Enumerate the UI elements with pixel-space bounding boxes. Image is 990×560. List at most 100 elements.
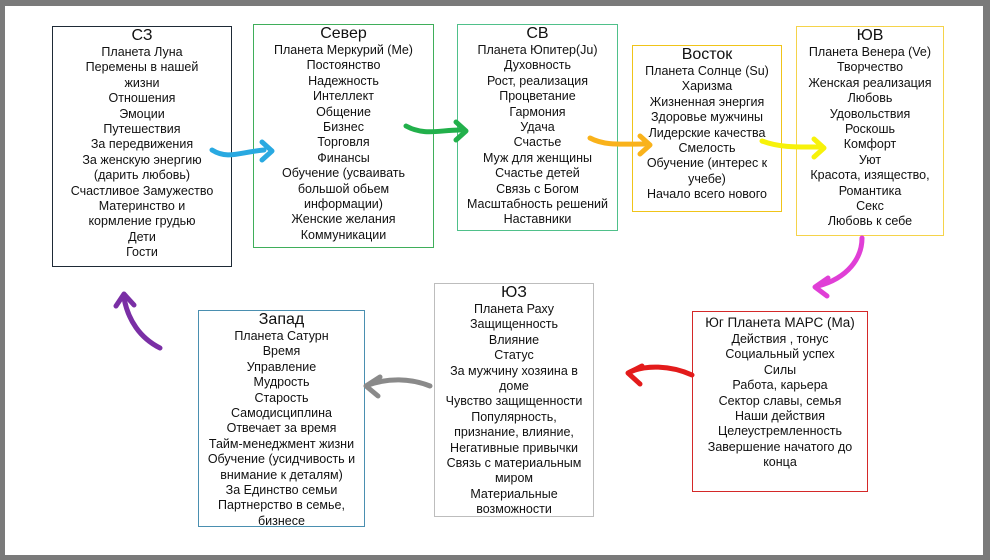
box-line: Красота, изящество,	[810, 168, 930, 183]
box-line: Путешествия	[103, 122, 181, 137]
box-line: Социальный успех	[725, 347, 835, 362]
box-line: Творчество	[836, 60, 904, 75]
box-line: Духовность	[503, 58, 572, 73]
box-line: Тайм-менеджмент жизни	[208, 436, 355, 451]
box-line: Материальные	[470, 486, 558, 501]
box-line: бизнесе	[258, 513, 305, 528]
box-line: Удовольствия	[829, 106, 911, 121]
box-line: Популярность,	[471, 409, 557, 424]
box-line: Чувство защищенности	[445, 394, 583, 409]
box-line: учебе)	[688, 171, 726, 186]
box-line: Планета Меркурий (Me)	[274, 43, 413, 57]
box-line: Время	[262, 344, 301, 359]
box-line: Обучение (усидчивость и	[207, 452, 356, 467]
box-line: Комфорт	[843, 137, 897, 152]
box-line: внимание к деталям)	[220, 467, 343, 482]
box-line: Масштабность решений	[466, 197, 609, 212]
box-line: Завершение начатого до	[707, 439, 853, 454]
box-title: Запад	[258, 311, 305, 328]
box-line: Планета Раху	[473, 302, 555, 316]
box-line: За передвижения	[90, 137, 194, 152]
box-line: Наши действия	[734, 409, 826, 424]
box-line: Интеллект	[313, 89, 374, 104]
box-line: Гармония	[509, 104, 566, 119]
box-line: Роскошь	[844, 122, 896, 137]
box-line: Удача	[520, 120, 555, 135]
box-line: Планета Юпитер(Ju)	[477, 43, 598, 57]
box-line: Планета Луна	[101, 45, 183, 59]
box-line: Перемены в нашей	[85, 60, 199, 75]
box-line: Бизнес	[322, 120, 365, 135]
box-line: Негативные привычки	[450, 440, 578, 455]
box-line: Силы	[763, 362, 797, 377]
box-line: Любовь к себе	[827, 214, 913, 229]
box-title: СВ	[526, 25, 549, 42]
box-line: Начало всего нового	[647, 187, 767, 202]
box-line: Влияние	[488, 332, 540, 347]
box-line: Дети	[128, 229, 156, 244]
box-line: Счастье детей	[495, 166, 580, 181]
box-line: Защищенность	[469, 317, 559, 332]
box-line: Целеустремленность	[718, 424, 842, 439]
box-line: Женская реализация	[808, 75, 932, 90]
box-line: Романтика	[838, 183, 902, 198]
box-line: (дарить любовь)	[93, 168, 191, 183]
box-line: Жизненная энергия	[649, 94, 765, 109]
box-title: Юг Планета МАРС (Ma)	[705, 315, 855, 330]
box-line: За мужчину хозяина в	[450, 363, 578, 378]
box-line: Обучение (интерес к	[646, 156, 768, 171]
box-line: Сектор славы, семья	[718, 393, 842, 408]
box-line: Смелость	[678, 141, 736, 156]
box-line: жизни	[124, 75, 160, 90]
box-line: Счастье	[513, 135, 562, 150]
box-line: Счастливое Замужество	[70, 183, 214, 198]
box-line: Отвечает за время	[226, 421, 337, 436]
box-line: Связь с материальным	[446, 456, 582, 471]
box-line: Финансы	[317, 150, 370, 165]
box-line: За женскую энергию	[82, 152, 202, 167]
box-line: Отношения	[108, 91, 176, 106]
box-line: признание, влияние,	[454, 425, 574, 440]
box-line: большой обьем	[297, 181, 390, 196]
box-title: Восток	[681, 46, 733, 63]
box-line: Здоровье мужчины	[650, 110, 763, 125]
box-line: Партнерство в семье,	[218, 498, 345, 513]
box-line: Лидерские качества	[648, 125, 766, 140]
box-line: Эмоции	[119, 106, 165, 121]
box-line: Мудрость	[253, 375, 310, 390]
box-title: ЮЗ	[501, 284, 527, 301]
box-line: Харизма	[681, 79, 733, 94]
box-line: Работа, карьера	[732, 378, 828, 393]
box-line: информации)	[304, 197, 383, 212]
box-line: возможности	[476, 502, 552, 517]
box-line: Планета Солнце (Su)	[645, 64, 769, 78]
box-line: Наставники	[503, 212, 572, 227]
box-line: Муж для женщины	[483, 150, 592, 165]
box-line: миром	[494, 471, 534, 486]
box-line: Планета Сатурн	[234, 329, 329, 343]
box-line: Действия , тонус	[731, 332, 829, 346]
box-line: Старость	[254, 390, 309, 405]
box-title: Север	[320, 25, 367, 42]
box-line: Женские желания	[291, 212, 396, 227]
box-line: Управление	[246, 359, 317, 374]
box-line: Любовь	[847, 91, 893, 106]
box-line: Общение	[316, 104, 371, 119]
box-line: кормление грудью	[88, 214, 196, 229]
box-line: Секс	[856, 199, 884, 214]
box-title: СЗ	[131, 27, 153, 44]
box-line: Торговля	[317, 135, 370, 150]
box-line: Статус	[494, 348, 534, 363]
box-line: конца	[763, 455, 797, 470]
box-line: Обучение (усваивать	[281, 166, 405, 181]
box-line: Материнство и	[98, 199, 186, 214]
